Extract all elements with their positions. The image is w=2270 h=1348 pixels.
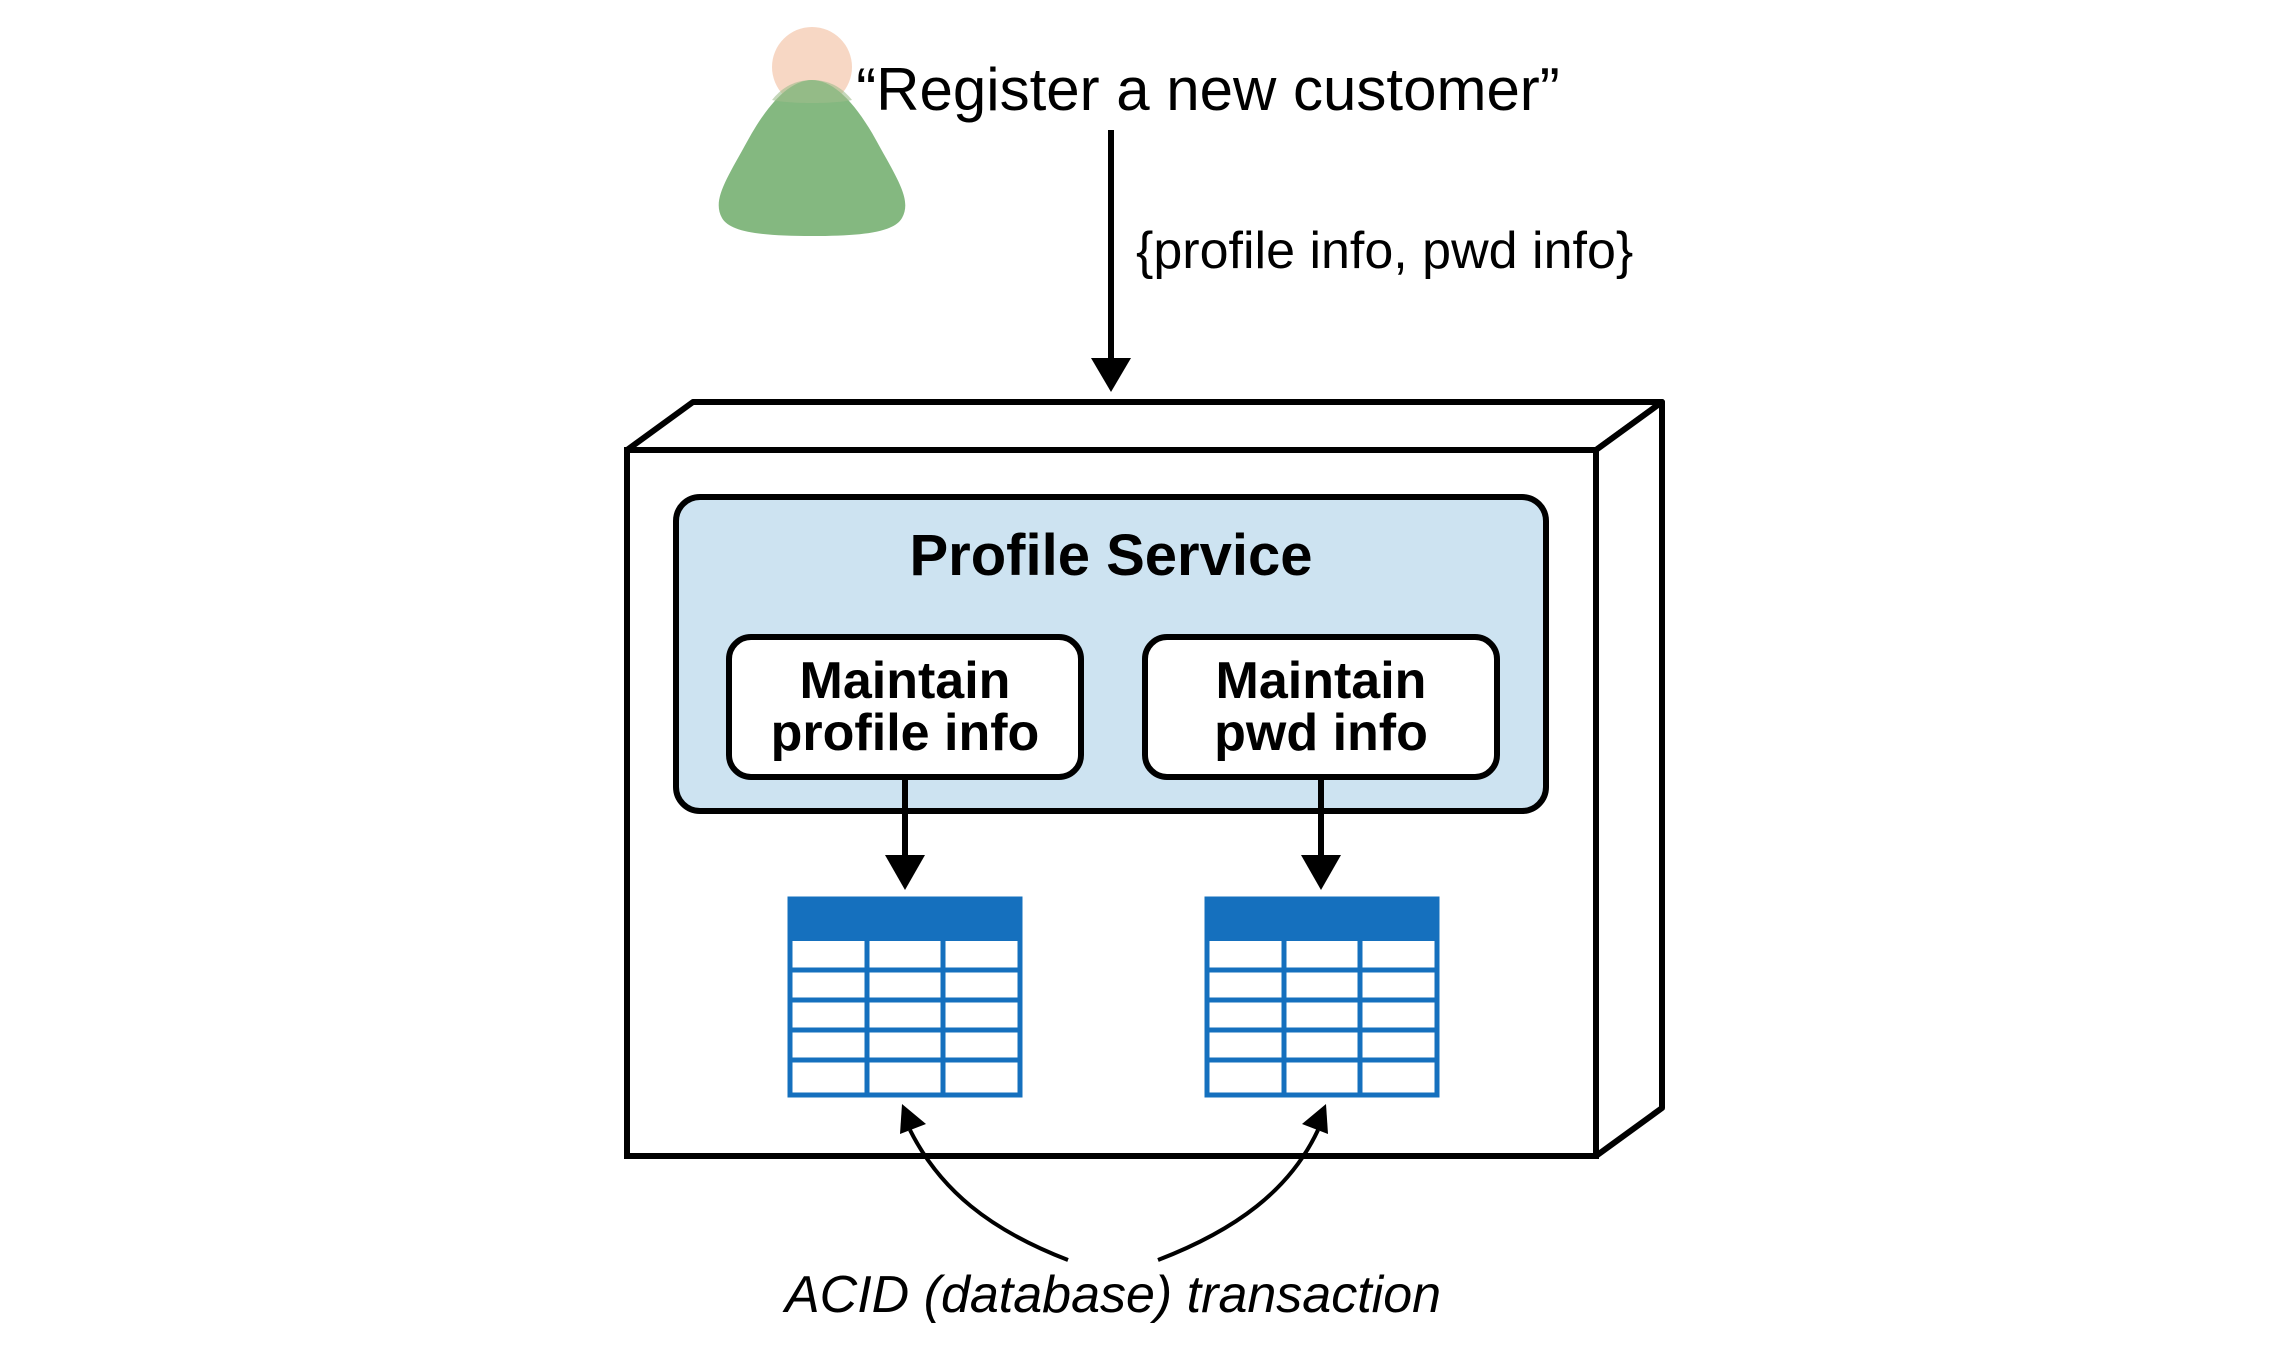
component-1-line1: Maintain: [800, 652, 1011, 710]
request-title: “Register a new customer”: [856, 56, 1560, 123]
maintain-profile-info-box: Maintain profile info: [726, 634, 1084, 780]
pwd-db-arrow: [1301, 777, 1341, 890]
request-arrow: [1091, 130, 1131, 392]
profile-db-arrow: [885, 777, 925, 890]
acid-arrow-left: [900, 1104, 1069, 1262]
pwd-database-table-icon: [1204, 896, 1440, 1098]
component-2-line1: Maintain: [1216, 652, 1427, 710]
service-title: Profile Service: [910, 523, 1313, 588]
acid-transaction-caption: ACID (database) transaction: [782, 1266, 1441, 1324]
maintain-pwd-info-box: Maintain pwd info: [1142, 634, 1500, 780]
profile-database-table-icon: [787, 896, 1023, 1098]
acid-arrow-right: [1157, 1104, 1328, 1262]
person-body: [718, 80, 906, 236]
customer-person-icon: [718, 27, 906, 236]
component-1-line2: profile info: [771, 704, 1040, 762]
person-overlap: [772, 80, 852, 103]
component-2-line2: pwd info: [1214, 704, 1428, 762]
payload-label: {profile info, pwd info}: [1136, 222, 1633, 280]
